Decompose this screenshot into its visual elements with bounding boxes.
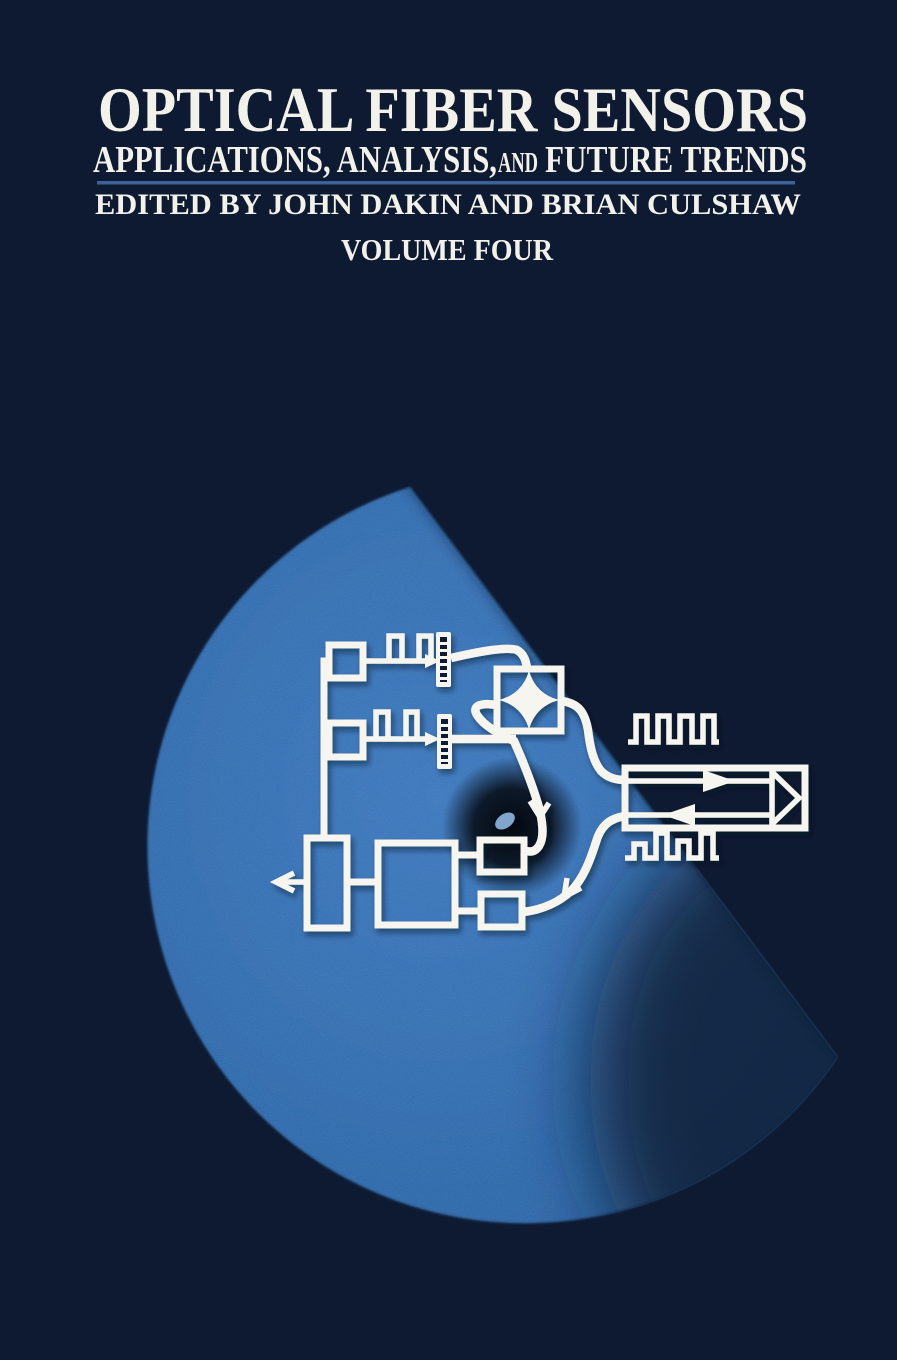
fiber-delay-line	[621, 764, 809, 832]
fiber-hole	[442, 757, 582, 897]
book-subtitle-and: AND	[498, 148, 538, 179]
fiber-grating-2	[437, 714, 452, 769]
launch-pulse-train	[628, 713, 719, 745]
coupler-star	[499, 671, 559, 729]
divider-rule	[97, 181, 795, 185]
drive-arrow-1	[425, 654, 440, 668]
book-subtitle-part1: APPLICATIONS, ANALYSIS,	[93, 139, 497, 181]
return-arrow	[560, 877, 583, 903]
fiber-grating1-to-coupler	[450, 644, 532, 669]
editors-line: EDITED BY JOHN DAKIN AND BRIAN CULSHAW	[95, 188, 801, 221]
signal-bus-line	[320, 657, 330, 838]
fiber-grating-1	[436, 632, 451, 687]
output-arrow	[269, 870, 296, 894]
header-text-block: OPTICAL FIBER SENSORS APPLICATIONS, ANAL…	[93, 74, 808, 267]
return-pulse-train	[625, 830, 719, 861]
book-title: OPTICAL FIBER SENSORS	[98, 74, 808, 145]
drive-arrow-2	[425, 732, 440, 746]
fiber-coupler-to-delay-line	[560, 696, 627, 785]
hole-highlight-spot	[495, 812, 515, 830]
retroreflector-prism	[770, 770, 803, 826]
fiber-loop-through-hole	[471, 699, 547, 856]
drive-pulse-waveform-1	[386, 633, 434, 661]
fiber-return-to-detector	[523, 811, 627, 917]
forward-arrow	[703, 770, 735, 792]
backward-arrow	[663, 804, 695, 826]
volume-line: VOLUME FOUR	[341, 232, 554, 267]
downstream-arrow	[527, 799, 552, 823]
fiber-sensor-schematic	[269, 632, 809, 932]
drive-pulse-waveform-2	[373, 709, 420, 739]
book-subtitle-part2: FUTURE TRENDS	[545, 139, 807, 181]
directional-coupler	[493, 665, 565, 735]
